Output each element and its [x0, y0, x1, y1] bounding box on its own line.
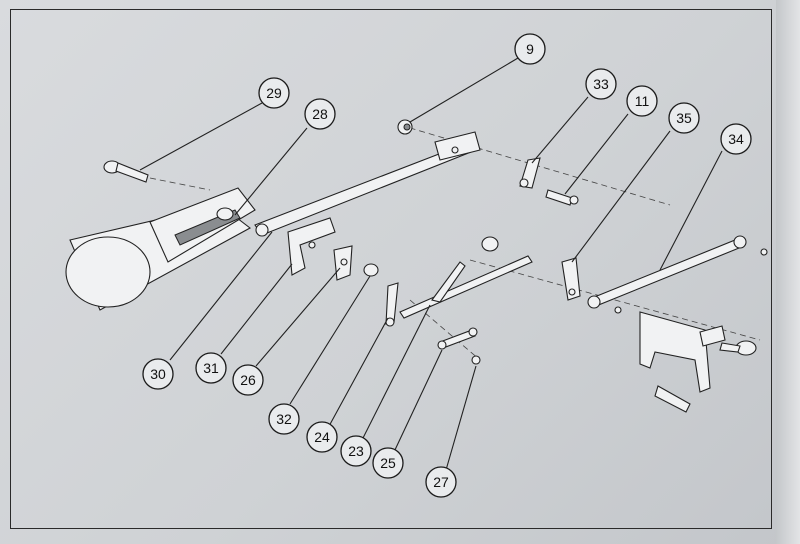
page-fold-edge: [776, 0, 800, 544]
callout-label-29: 29: [266, 85, 282, 101]
bushing-part-32: [363, 263, 379, 277]
callout-label-32: 32: [276, 411, 292, 427]
callout-label-25: 25: [380, 455, 396, 471]
callout-23: 23: [340, 435, 372, 467]
callout-26: 26: [232, 364, 264, 396]
callout-31: 31: [195, 352, 227, 384]
callout-label-35: 35: [676, 110, 692, 126]
rod-part-34: [587, 235, 768, 314]
callout-24: 24: [306, 421, 338, 453]
link-part-25: [437, 327, 478, 350]
callout-34: 34: [720, 123, 752, 155]
callout-11: 11: [626, 85, 658, 117]
callout-27: 27: [425, 466, 457, 498]
callout-label-23: 23: [348, 443, 364, 459]
callout-label-34: 34: [728, 131, 744, 147]
end-bracket: [639, 311, 757, 413]
callout-28: 28: [304, 98, 336, 130]
callout-30: 30: [142, 358, 174, 390]
callout-label-28: 28: [312, 106, 328, 122]
pin-part-27: [471, 355, 481, 365]
screw-part-11: [545, 189, 579, 206]
callout-29: 29: [258, 77, 290, 109]
washer-part-9: [397, 119, 413, 135]
callout-9: 9: [514, 33, 546, 65]
callout-label-11: 11: [635, 93, 650, 109]
callout-label-9: 9: [526, 41, 534, 57]
drawing-frame: [10, 9, 772, 529]
leader-lines: [139, 57, 723, 471]
barrel-housing: [65, 187, 256, 311]
pin-part-29: [103, 160, 149, 183]
callout-label-27: 27: [433, 474, 449, 490]
arm-part-23: [399, 236, 533, 319]
callout-label-26: 26: [240, 372, 256, 388]
callout-label-24: 24: [314, 429, 330, 445]
callout-label-30: 30: [150, 366, 166, 382]
plate-part-26: [333, 245, 353, 281]
clip-part-33: [519, 157, 541, 189]
callout-35: 35: [668, 102, 700, 134]
rod-part-28: [254, 131, 481, 237]
callout-32: 32: [268, 403, 300, 435]
bracket-part-31: [287, 217, 336, 276]
callout-label-31: 31: [203, 360, 219, 376]
bracket-part-35: [561, 257, 581, 301]
callout-33: 33: [585, 68, 617, 100]
callout-25: 25: [372, 447, 404, 479]
callout-label-33: 33: [593, 76, 609, 92]
lever-part-24: [385, 282, 399, 327]
